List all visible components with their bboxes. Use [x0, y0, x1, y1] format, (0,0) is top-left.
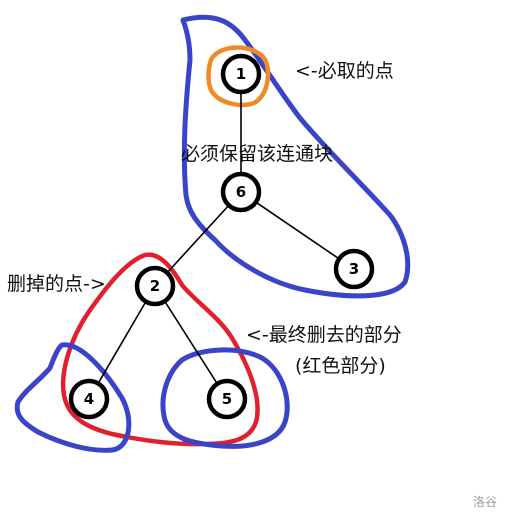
orange-outline-node-1: [206, 45, 271, 108]
node-1: 1: [220, 53, 262, 95]
annotation-final-deleted: <-最终删去的部分: [246, 324, 402, 346]
annotation-deleted-point: 删掉的点->: [7, 273, 106, 295]
watermark-text: 洛谷: [473, 494, 497, 509]
edge-2-5: [154, 285, 228, 400]
node-4-label: 4: [84, 390, 94, 408]
node-3: 3: [333, 248, 375, 290]
node-3-label: 3: [349, 260, 359, 278]
node-6-label: 6: [236, 183, 246, 201]
annotation-must-take: <-必取的点: [295, 60, 394, 82]
node-5-label: 5: [222, 390, 232, 408]
annotation-must-keep: 必须保留该连通块: [181, 143, 333, 165]
node-2: 2: [134, 265, 176, 307]
blue-outline-node-4: [14, 342, 132, 453]
node-6: 6: [220, 171, 262, 213]
edge-2-4: [88, 285, 156, 400]
node-1-label: 1: [236, 65, 246, 83]
annotation-red-part: (红色部分): [295, 355, 386, 377]
blue-outline-node-5: [160, 347, 290, 449]
node-2-label: 2: [150, 277, 160, 295]
node-4: 4: [68, 378, 110, 420]
node-5: 5: [206, 378, 248, 420]
edge-6-3: [240, 191, 355, 270]
edge-6-2: [154, 191, 242, 287]
blue-outline-kept-component: [180, 14, 411, 299]
